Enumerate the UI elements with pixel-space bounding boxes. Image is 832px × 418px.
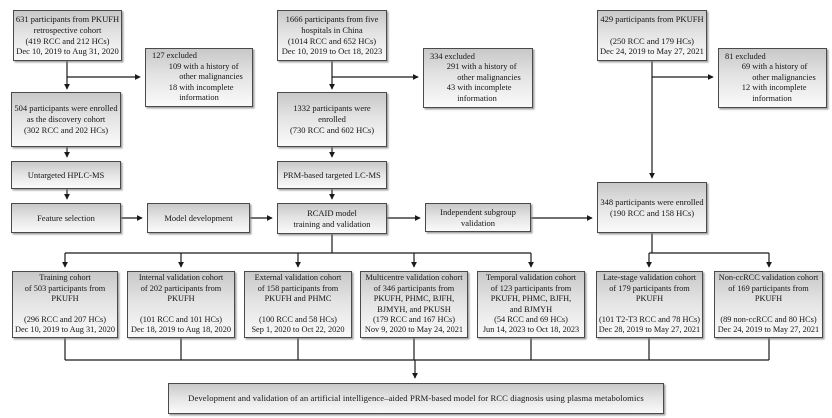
box-training-cohort: Training cohort of 503 participants from… xyxy=(12,271,118,338)
box-enrolled-348: 348 participants were enrolled (190 RCC … xyxy=(597,182,707,233)
box-rcaid-model: RCAID model training and validation xyxy=(277,203,387,234)
box-temporal-validation: Temporal validation cohort of 123 partic… xyxy=(477,271,585,338)
box-excluded-127: 127 excluded 109 with a history of other… xyxy=(145,48,253,107)
box-prm-targeted-lc-ms: PRM-based targeted LC-MS xyxy=(277,161,387,189)
box-feature-selection: Feature selection xyxy=(11,203,121,233)
box-nonccrcc-validation: Non-ccRCC validation cohort of 169 parti… xyxy=(714,271,823,338)
box-latestage-validation: Late-stage validation cohort of 179 part… xyxy=(596,271,703,338)
box-multicentre-validation: Multicentre validation cohort of 346 par… xyxy=(360,271,468,338)
box-excluded-334: 334 excluded 291 with a history of other… xyxy=(423,48,533,108)
box-model-development: Model development xyxy=(147,203,250,233)
flow-connectors xyxy=(62,61,772,379)
box-excluded-81: 81 excluded 69 with a history of other m… xyxy=(718,48,827,108)
box-retrospective-cohort: 631 participants from PKUFH retrospectiv… xyxy=(13,10,122,61)
box-external-validation: External validation cohort of 158 partic… xyxy=(244,271,352,338)
box-pkufh-429: 429 participants from PKUFH (250 RCC and… xyxy=(597,10,707,61)
box-untargeted-hplc-ms: Untargeted HPLC-MS xyxy=(11,161,121,189)
box-independent-subgroup: Independent subgroup validation xyxy=(425,203,531,232)
box-internal-validation: Internal validation cohort of 202 partic… xyxy=(127,271,235,338)
box-five-hospitals: 1666 participants from five hospitals in… xyxy=(277,10,387,61)
box-enrolled-1332: 1332 participants were enrolled (730 RCC… xyxy=(277,92,387,147)
box-final-summary: Development and validation of an artific… xyxy=(168,383,664,414)
box-discovery-cohort: 504 participants were enrolled as the di… xyxy=(11,92,121,147)
